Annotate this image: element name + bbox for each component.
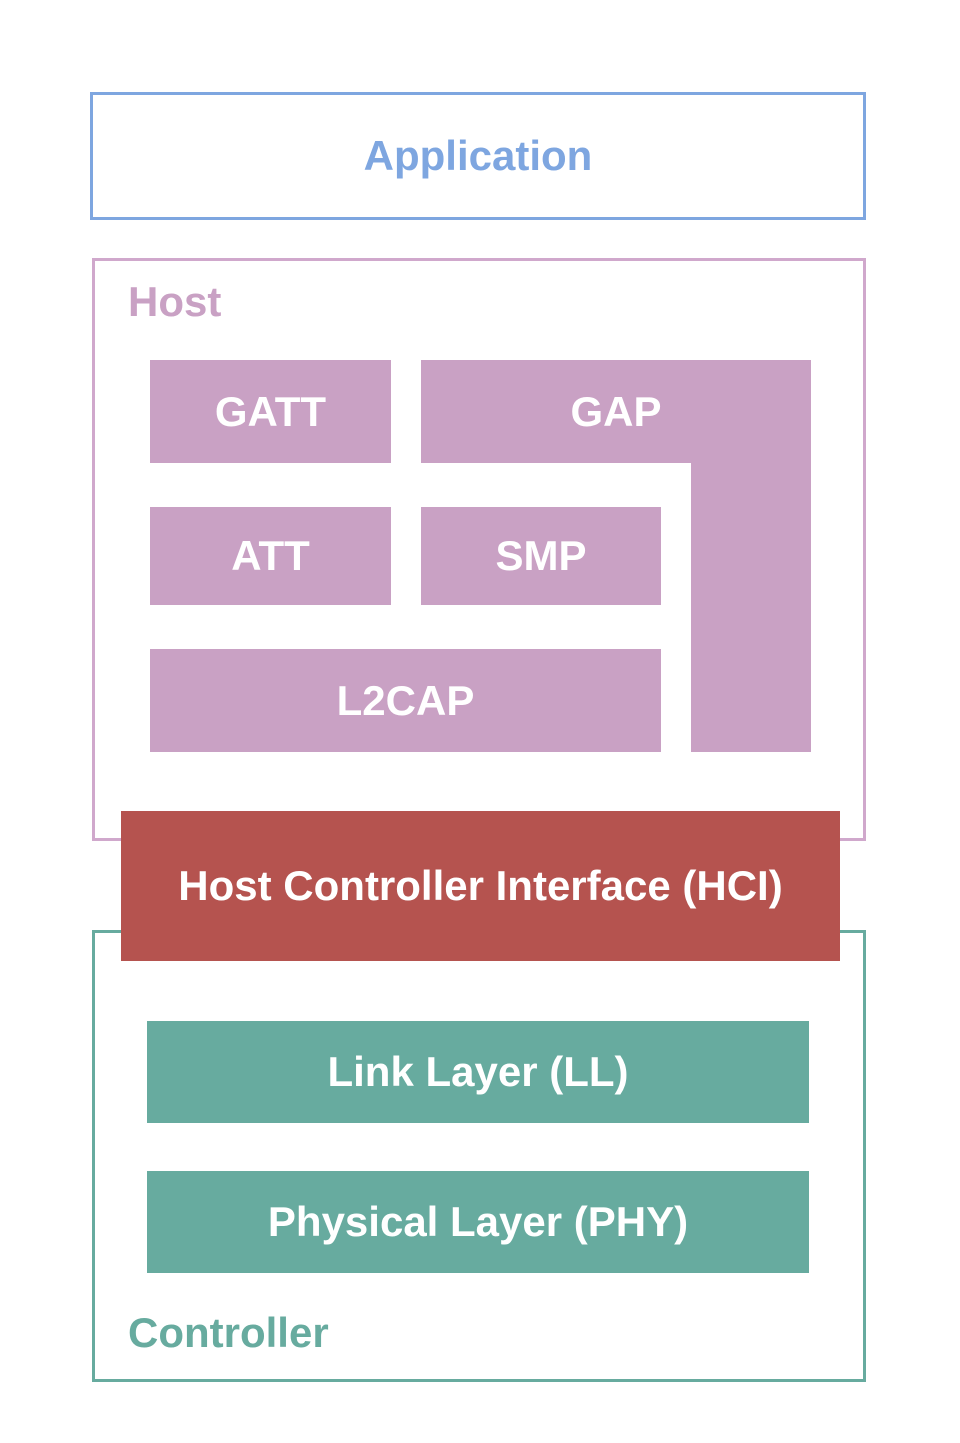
att-label: ATT [231,532,310,579]
physical-layer-label: Physical Layer (PHY) [267,1198,689,1245]
gap-label: GAP [570,387,662,435]
link-layer-block: Link Layer (LL) [147,1021,809,1123]
physical-layer-block: Physical Layer (PHY) [147,1171,809,1273]
link-layer-label: Link Layer (LL) [327,1048,629,1095]
hci-label: Host Controller Interface (HCI) [178,862,783,909]
gap-block: GAP [421,360,811,463]
application-label: Application [363,132,593,179]
gap-block-arm [691,463,811,752]
smp-block: SMP [421,507,661,605]
host-label: Host [128,278,222,325]
controller-label: Controller [128,1309,329,1356]
hci-block: Host Controller Interface (HCI) [121,811,840,961]
gatt-label: GATT [214,387,327,435]
smp-label: SMP [495,532,587,579]
application-box: Application [90,92,866,220]
att-block: ATT [150,507,391,605]
l2cap-label: L2CAP [336,676,475,724]
gatt-block: GATT [150,360,391,463]
l2cap-block: L2CAP [150,649,661,752]
